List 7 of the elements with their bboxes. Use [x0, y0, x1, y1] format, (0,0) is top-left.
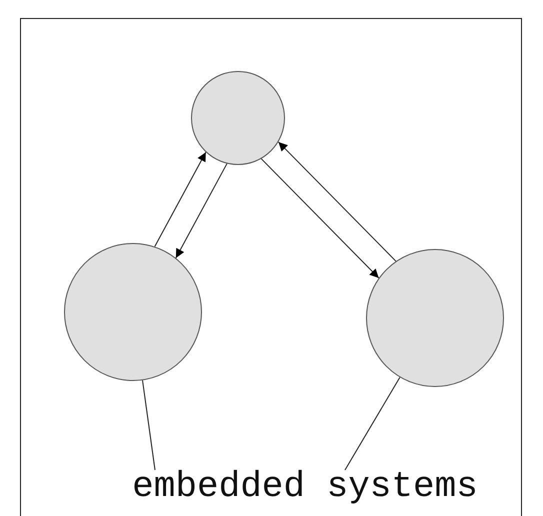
arrow	[175, 163, 228, 258]
arrow	[278, 141, 396, 262]
arrow	[154, 152, 206, 248]
caption-text: embedded systems	[110, 466, 500, 508]
arrow	[260, 158, 380, 278]
leader-line	[142, 380, 156, 470]
leader-line	[344, 376, 400, 470]
